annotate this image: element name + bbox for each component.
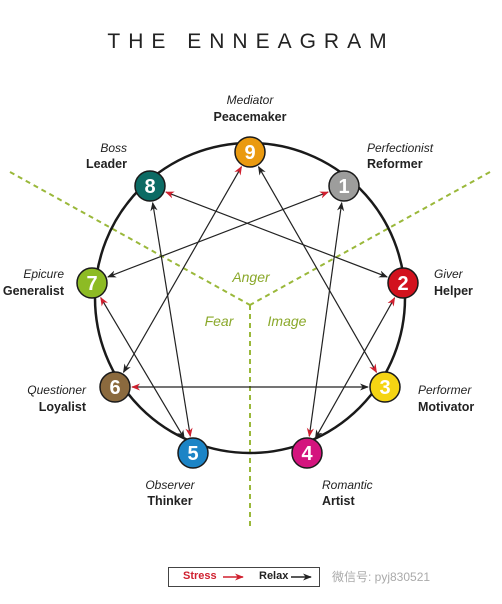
- type-label-4: Artist: [322, 494, 355, 508]
- type-number-7: 7: [86, 273, 97, 295]
- type-nodes: 9 1 2 3 4 5 6 7: [76, 136, 419, 469]
- type-label-9: Peacemaker: [214, 110, 287, 124]
- type-circle-1: [328, 170, 360, 202]
- connection-7-1: [107, 191, 329, 278]
- type-number-8: 8: [144, 176, 155, 198]
- role-label-8: Boss: [100, 141, 127, 155]
- type-label-8: Leader: [86, 157, 127, 171]
- type-label-6: Loyalist: [39, 400, 87, 414]
- role-label-3: Performer: [418, 383, 472, 397]
- type-number-6: 6: [109, 377, 120, 399]
- type-node-6: 6: [99, 371, 131, 403]
- connection-4-2: [314, 297, 396, 439]
- type-node-3: 3: [369, 371, 401, 403]
- type-circle-4: [291, 437, 323, 469]
- legend-relax-label: Relax: [259, 570, 289, 582]
- role-label-1: Perfectionist: [367, 141, 434, 155]
- type-circle-9: [234, 136, 266, 168]
- type-label-2: Helper: [434, 284, 473, 298]
- type-labels: Mediator Peacemaker Perfectionist Reform…: [3, 93, 475, 508]
- legend-stress-label: Stress: [183, 570, 217, 582]
- role-label-5: Observer: [145, 478, 195, 492]
- watermark: 微信号: pyj830521: [332, 570, 431, 584]
- type-circle-3: [369, 371, 401, 403]
- zone-label-anger: Anger: [231, 269, 271, 285]
- type-label-7: Generalist: [3, 284, 65, 298]
- type-number-1: 1: [338, 176, 349, 198]
- role-label-9: Mediator: [227, 93, 275, 107]
- type-node-2: 2: [387, 267, 419, 299]
- zone-label-fear: Fear: [205, 313, 235, 329]
- type-number-2: 2: [397, 273, 408, 295]
- page-title: THE ENNEAGRAM: [107, 30, 395, 53]
- role-label-6: Questioner: [27, 383, 87, 397]
- type-label-3: Motivator: [418, 400, 474, 414]
- role-label-4: Romantic: [322, 478, 373, 492]
- legend-arrows: [223, 573, 312, 581]
- type-label-5: Thinker: [147, 494, 192, 508]
- type-node-7: 7: [76, 267, 108, 299]
- type-node-9: 9: [234, 136, 266, 168]
- connection-9-3: [257, 165, 378, 374]
- type-number-3: 3: [379, 377, 390, 399]
- type-circle-2: [387, 267, 419, 299]
- type-number-9: 9: [244, 142, 255, 164]
- connection-8-5: [150, 201, 193, 438]
- type-circle-5: [177, 437, 209, 469]
- type-node-8: 8: [134, 170, 166, 202]
- type-circle-6: [99, 371, 131, 403]
- type-node-4: 4: [291, 437, 323, 469]
- connection-2-8: [165, 191, 388, 278]
- type-circle-7: [76, 267, 108, 299]
- type-label-1: Reformer: [367, 157, 423, 171]
- connection-6-9: [122, 165, 243, 374]
- type-number-5: 5: [187, 443, 198, 465]
- connection-lines: [100, 165, 396, 440]
- type-number-4: 4: [301, 443, 313, 465]
- legend-box: Stress Relax: [168, 567, 320, 587]
- type-node-1: 1: [328, 170, 360, 202]
- type-node-5: 5: [177, 437, 209, 469]
- role-label-2: Giver: [434, 267, 464, 281]
- zone-dividers: [9, 171, 491, 530]
- role-label-7: Epicure: [23, 267, 64, 281]
- type-circle-8: [134, 170, 166, 202]
- zone-label-image: Image: [268, 313, 307, 329]
